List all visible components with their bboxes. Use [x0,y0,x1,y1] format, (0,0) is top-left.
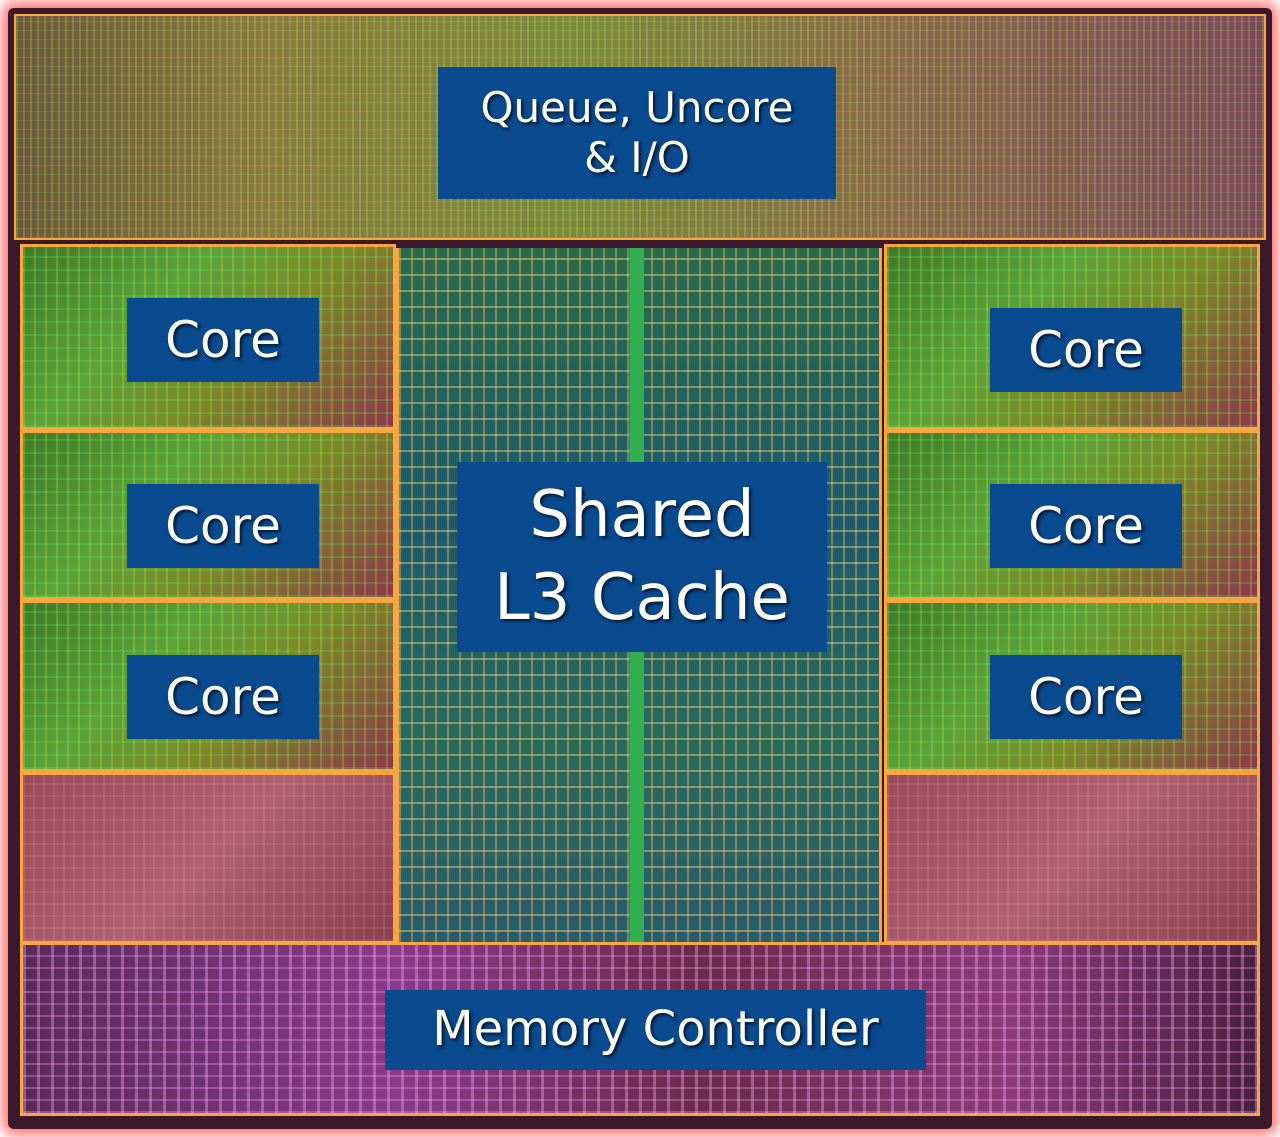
core-label-right-2: Core [990,484,1182,568]
uncore-label: Queue, Uncore & I/O [438,67,836,199]
disabled-core-region-right [884,772,1260,944]
core-label-left-1: Core [127,298,319,382]
core-label-left-3: Core [127,655,319,739]
l3-cache-label: Shared L3 Cache [457,462,827,652]
memory-controller-label: Memory Controller [385,990,926,1070]
core-label-right-1: Core [990,308,1182,392]
core-label-left-2: Core [127,484,319,568]
core-label-right-3: Core [990,655,1182,739]
disabled-core-region-left [20,772,396,944]
